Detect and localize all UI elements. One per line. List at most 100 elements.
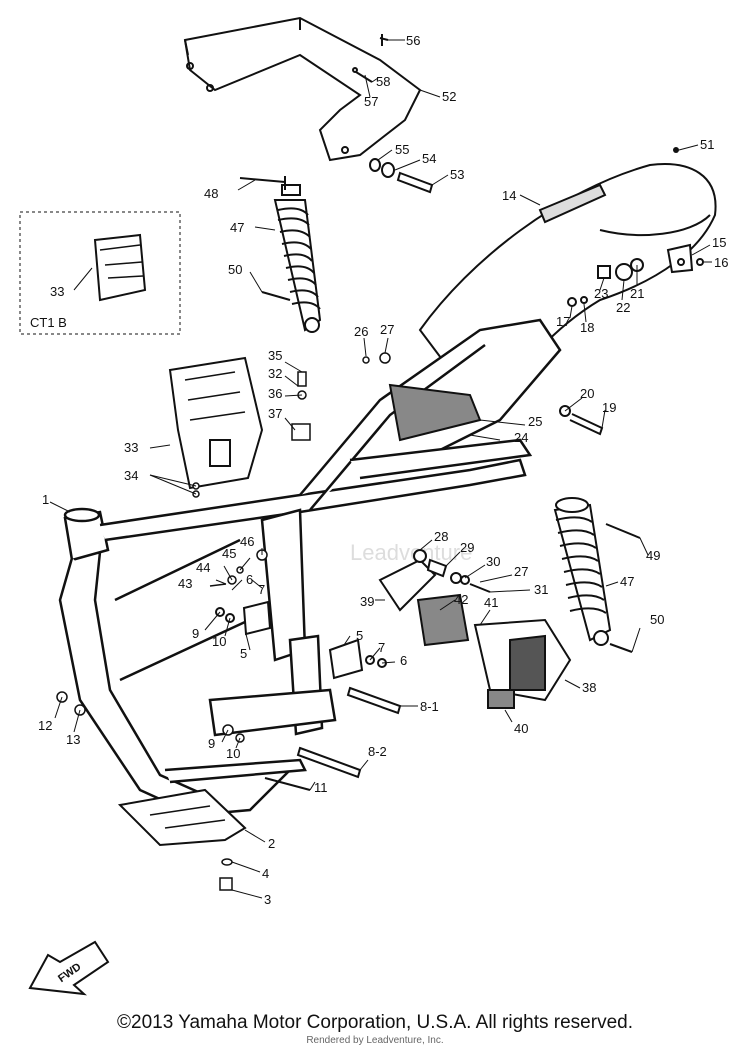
callout-9-upper: 9 (192, 626, 199, 641)
callout-37: 37 (268, 406, 282, 421)
bolt-51 (673, 147, 679, 153)
main-frame-1 (58, 318, 562, 817)
callout-24: 24 (514, 430, 528, 445)
leader-lines (49, 39, 712, 899)
callout-55: 55 (395, 142, 409, 157)
bolt-53-set (369, 158, 434, 194)
callout-53: 53 (450, 167, 464, 182)
callout-42: 42 (454, 592, 468, 607)
callout-35: 35 (268, 348, 282, 363)
callout-27-upper: 27 (380, 322, 394, 337)
callout-11: 11 (314, 780, 328, 795)
bracket-15 (666, 243, 704, 274)
callout-19: 19 (602, 400, 616, 415)
callout-6-right: 6 (400, 653, 407, 668)
callout-20: 20 (580, 386, 594, 401)
inset-label: CT1 B (30, 315, 67, 330)
callout-38: 38 (582, 680, 596, 695)
callout-49: 49 (646, 548, 660, 563)
callout-17: 17 (556, 314, 570, 329)
callout-21: 21 (630, 286, 644, 301)
callout-41: 41 (484, 595, 498, 610)
seat-bracket-52 (183, 16, 422, 162)
callout-2: 2 (268, 836, 275, 851)
callout-6-left: 6 (246, 572, 253, 587)
callout-31: 31 (534, 582, 548, 597)
callout-13: 13 (66, 732, 80, 747)
callout-18: 18 (580, 320, 594, 335)
copyright-footer: ©2013 Yamaha Motor Corporation, U.S.A. A… (117, 1012, 633, 1033)
bolt-58-57 (352, 67, 373, 83)
callout-29: 29 (460, 540, 474, 555)
callout-36: 36 (268, 386, 282, 401)
plate-5-right (328, 638, 387, 680)
part-40 (487, 689, 515, 709)
callout-46: 46 (240, 534, 254, 549)
callout-26: 26 (354, 324, 368, 339)
render-credit: Rendered by Leadventure, Inc. (306, 1035, 444, 1046)
callout-12: 12 (38, 718, 52, 733)
fasteners-26-27 (362, 352, 391, 364)
callout-56: 56 (406, 33, 420, 48)
callout-47-upper: 47 (230, 220, 244, 235)
callout-58: 58 (376, 74, 390, 89)
rear-shock-right-47 (553, 497, 612, 646)
fender-fasteners-21-23 (567, 258, 644, 307)
callout-27-lower: 27 (514, 564, 528, 579)
callout-30: 30 (486, 554, 500, 569)
callout-8-2: 8-2 (368, 744, 387, 759)
callout-40: 40 (514, 721, 528, 736)
bolt-50-lower (609, 643, 633, 653)
callout-7-right: 7 (378, 640, 385, 655)
part-42 (416, 593, 470, 647)
callout-9-lower: 9 (208, 736, 215, 751)
bolt-49 (605, 523, 641, 539)
callout-47-lower: 47 (620, 574, 634, 589)
box-38 (473, 618, 572, 702)
callout-7-left: 7 (258, 582, 265, 597)
callout-52: 52 (442, 89, 456, 104)
callout-54: 54 (422, 151, 436, 166)
callout-10-lower: 10 (226, 746, 240, 761)
callout-51: 51 (700, 137, 714, 152)
callout-48: 48 (204, 186, 218, 201)
skid-plate-2 (117, 788, 247, 847)
callout-28: 28 (434, 529, 448, 544)
callout-39: 39 (360, 594, 374, 609)
callout-32: 32 (268, 366, 282, 381)
callout-57: 57 (364, 94, 378, 109)
callout-labels: 56 58 57 52 55 54 53 51 48 14 47 15 16 2… (38, 33, 728, 907)
callout-1: 1 (42, 492, 49, 507)
plate-5-left (215, 600, 272, 636)
callout-34: 34 (124, 468, 138, 483)
callout-43: 43 (178, 576, 192, 591)
bolt-8-2 (296, 746, 362, 779)
inset-box-ct1b: CT1 B (19, 211, 181, 335)
rear-shock-left-47 (273, 184, 322, 333)
bushings-28-31 (413, 549, 491, 593)
grommet-37 (291, 423, 311, 441)
callout-23: 23 (594, 286, 608, 301)
watermark-text: Leadventure (350, 540, 472, 565)
callout-50-upper: 50 (228, 262, 242, 277)
callout-44: 44 (196, 560, 210, 575)
bolt-19 (559, 405, 604, 436)
forward-arrow: FWD (28, 940, 110, 996)
washer-4 (221, 858, 233, 866)
callout-50-lower: 50 (650, 612, 664, 627)
bolt-35-32 (297, 371, 307, 400)
callout-4: 4 (262, 866, 269, 881)
callout-16: 16 (714, 255, 728, 270)
callout-8-1: 8-1 (420, 699, 439, 714)
callout-33-lower: 33 (124, 440, 138, 455)
cover-39 (378, 558, 437, 612)
callout-5-left: 5 (240, 646, 247, 661)
bolt-48 (239, 176, 286, 190)
callout-22: 22 (616, 300, 630, 315)
bolt-56 (379, 34, 389, 46)
battery-box-33 (168, 356, 264, 490)
bolt-50-upper (261, 291, 291, 301)
bolt-3 (219, 877, 233, 891)
callout-3: 3 (264, 892, 271, 907)
